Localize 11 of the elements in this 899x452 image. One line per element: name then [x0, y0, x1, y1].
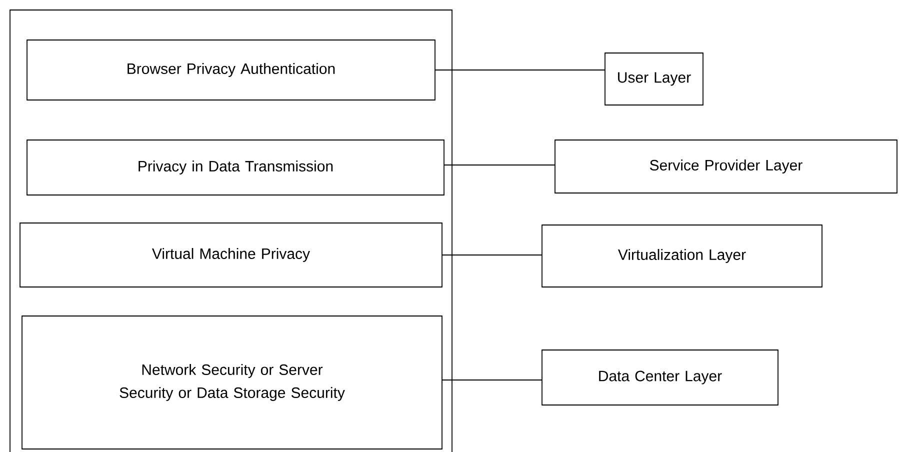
- privacy-box: Network Security or Server Security or Data Storage Security: [22, 316, 442, 450]
- frame-box: [10, 10, 452, 452]
- privacy-box: Virtual Machine Privacy: [20, 222, 442, 288]
- layer-box: Service Provider Layer: [554, 140, 898, 194]
- layer-box: Virtualization Layer: [542, 224, 822, 288]
- connector-line: [444, 164, 555, 166]
- connector-line: [442, 254, 542, 256]
- layer-box: Data Center Layer: [542, 350, 778, 406]
- layer-box: User Layer: [604, 52, 704, 106]
- privacy-box: Privacy in Data Transmission: [26, 140, 444, 196]
- privacy-box: Browser Privacy Authentication: [26, 40, 436, 100]
